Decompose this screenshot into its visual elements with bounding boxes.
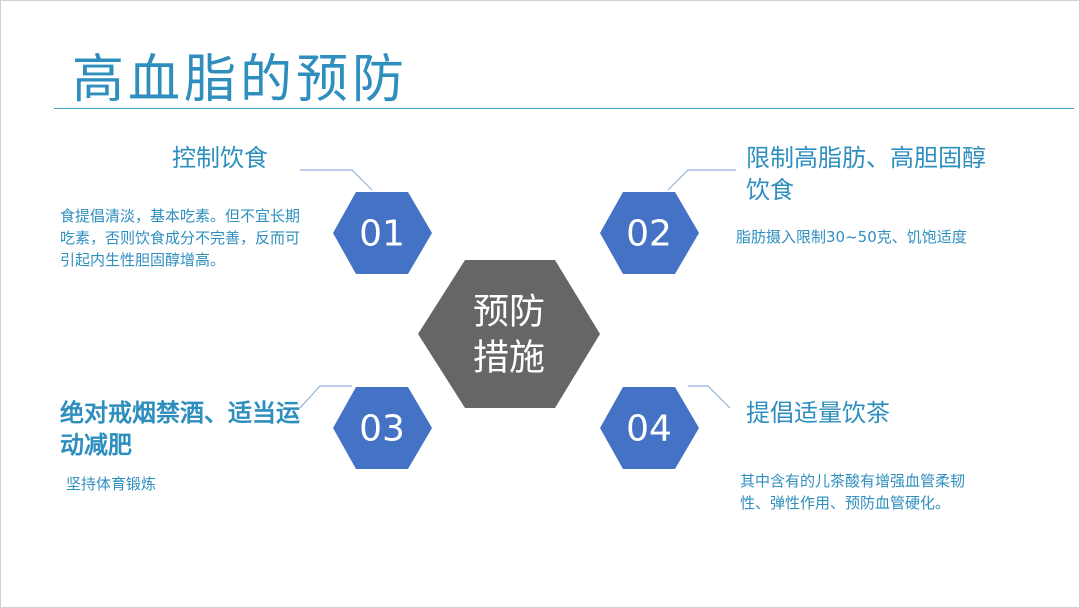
hexagon-04-number: 04 bbox=[626, 409, 672, 450]
item-04-description: 其中含有的儿茶酸有增强血管柔韧性、弹性作用、预防血管硬化。 bbox=[740, 472, 966, 512]
connector-04 bbox=[688, 385, 731, 409]
item-03-heading: 绝对戒烟禁酒、适当运动减肥 bbox=[60, 399, 300, 459]
connector-02 bbox=[667, 169, 736, 191]
hexagon-02-number: 02 bbox=[626, 214, 672, 255]
connector-03 bbox=[299, 385, 352, 409]
center-label-line1: 预防 bbox=[473, 292, 545, 333]
center-hexagon: 预防 措施 bbox=[418, 260, 600, 408]
connector-01 bbox=[300, 169, 373, 191]
hexagon-03-number: 03 bbox=[359, 409, 405, 450]
item-02-heading: 限制高脂肪、高胆固醇饮食 bbox=[746, 144, 986, 204]
page-title: 高血脂的预防 bbox=[72, 50, 409, 110]
hexagon-03: 03 bbox=[333, 387, 432, 469]
center-label-line2: 措施 bbox=[473, 338, 545, 379]
item-03-description: 坚持体育锻炼 bbox=[66, 475, 157, 493]
hexagon-01-number: 01 bbox=[359, 214, 405, 255]
item-01-description: 食提倡清淡，基本吃素。但不宜长期吃素，否则饮食成分不完善，反而可引起内生性胆固醇… bbox=[60, 207, 301, 269]
title-underline bbox=[54, 108, 1074, 109]
item-01-heading: 控制饮食 bbox=[172, 144, 268, 172]
hexagon-02: 02 bbox=[600, 192, 699, 274]
item-04-heading: 提倡适量饮茶 bbox=[746, 399, 890, 427]
hexagon-04: 04 bbox=[600, 387, 699, 469]
item-02-description: 脂肪摄入限制30~50克、饥饱适度 bbox=[736, 228, 967, 246]
hexagon-01: 01 bbox=[333, 192, 432, 274]
